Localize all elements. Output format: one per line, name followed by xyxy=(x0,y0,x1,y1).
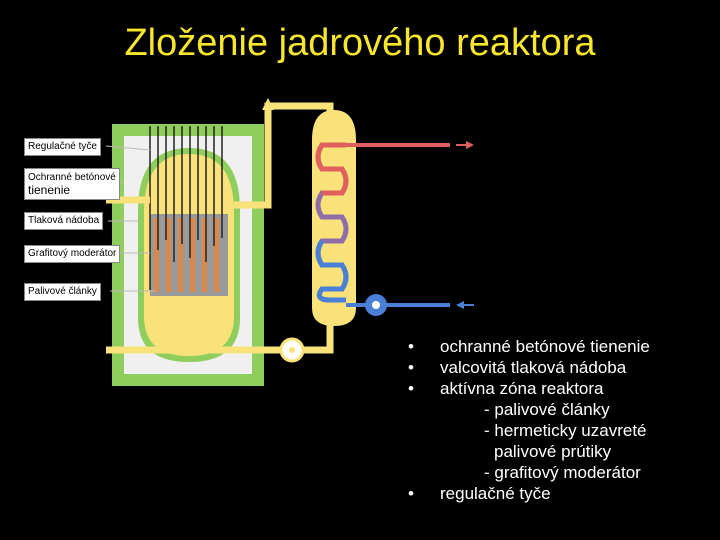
label-concrete-shielding: Ochranné betónové tienenie xyxy=(24,168,120,200)
label-fuel-elements: Palivové články xyxy=(24,283,101,301)
fuel-rods xyxy=(154,218,219,292)
bullet-text: valcovitá tlaková nádoba xyxy=(440,358,627,377)
bullet-dot: • xyxy=(408,484,414,503)
control-rods xyxy=(149,126,223,290)
bullet-text: ochranné betónové tienenie xyxy=(440,337,650,356)
bullet-dot: • xyxy=(408,379,414,398)
sub-item: - grafitový moderátor xyxy=(484,463,641,482)
bullet-dot: • xyxy=(408,337,414,356)
label-leaders xyxy=(105,145,156,292)
bullet-list: • ochranné betónové tienenie • valcovitá t… xyxy=(408,336,650,504)
bullet-item: • regulačné tyče xyxy=(408,483,650,504)
label-graphite-moderator: Grafitový moderátor xyxy=(24,245,121,263)
sub-item: palivové prútiky xyxy=(494,442,612,461)
bullet-item: • aktívna zóna reaktora xyxy=(408,378,650,399)
bullet-item: • ochranné betónové tienenie xyxy=(408,336,650,357)
label-pressure-vessel: Tlaková nádoba xyxy=(24,212,104,230)
label-control-rods: Regulačné tyče xyxy=(24,138,101,156)
bullet-text: regulačné tyče xyxy=(440,484,551,503)
label-concrete-line1: Ochranné betónové xyxy=(28,172,116,183)
pump-icon-primary xyxy=(279,337,305,363)
label-concrete-line2: tienenie xyxy=(28,183,71,197)
sub-item: - hermeticky uzavreté xyxy=(484,421,647,440)
bullet-dot: • xyxy=(408,358,414,377)
pump-icon-secondary xyxy=(365,294,387,316)
page-title: Zloženie jadrového reaktora xyxy=(124,22,596,64)
bullet-text: aktívna zóna reaktora xyxy=(440,379,604,398)
bullet-item: • valcovitá tlaková nádoba xyxy=(408,357,650,378)
sub-item: - palivové články xyxy=(484,400,610,419)
